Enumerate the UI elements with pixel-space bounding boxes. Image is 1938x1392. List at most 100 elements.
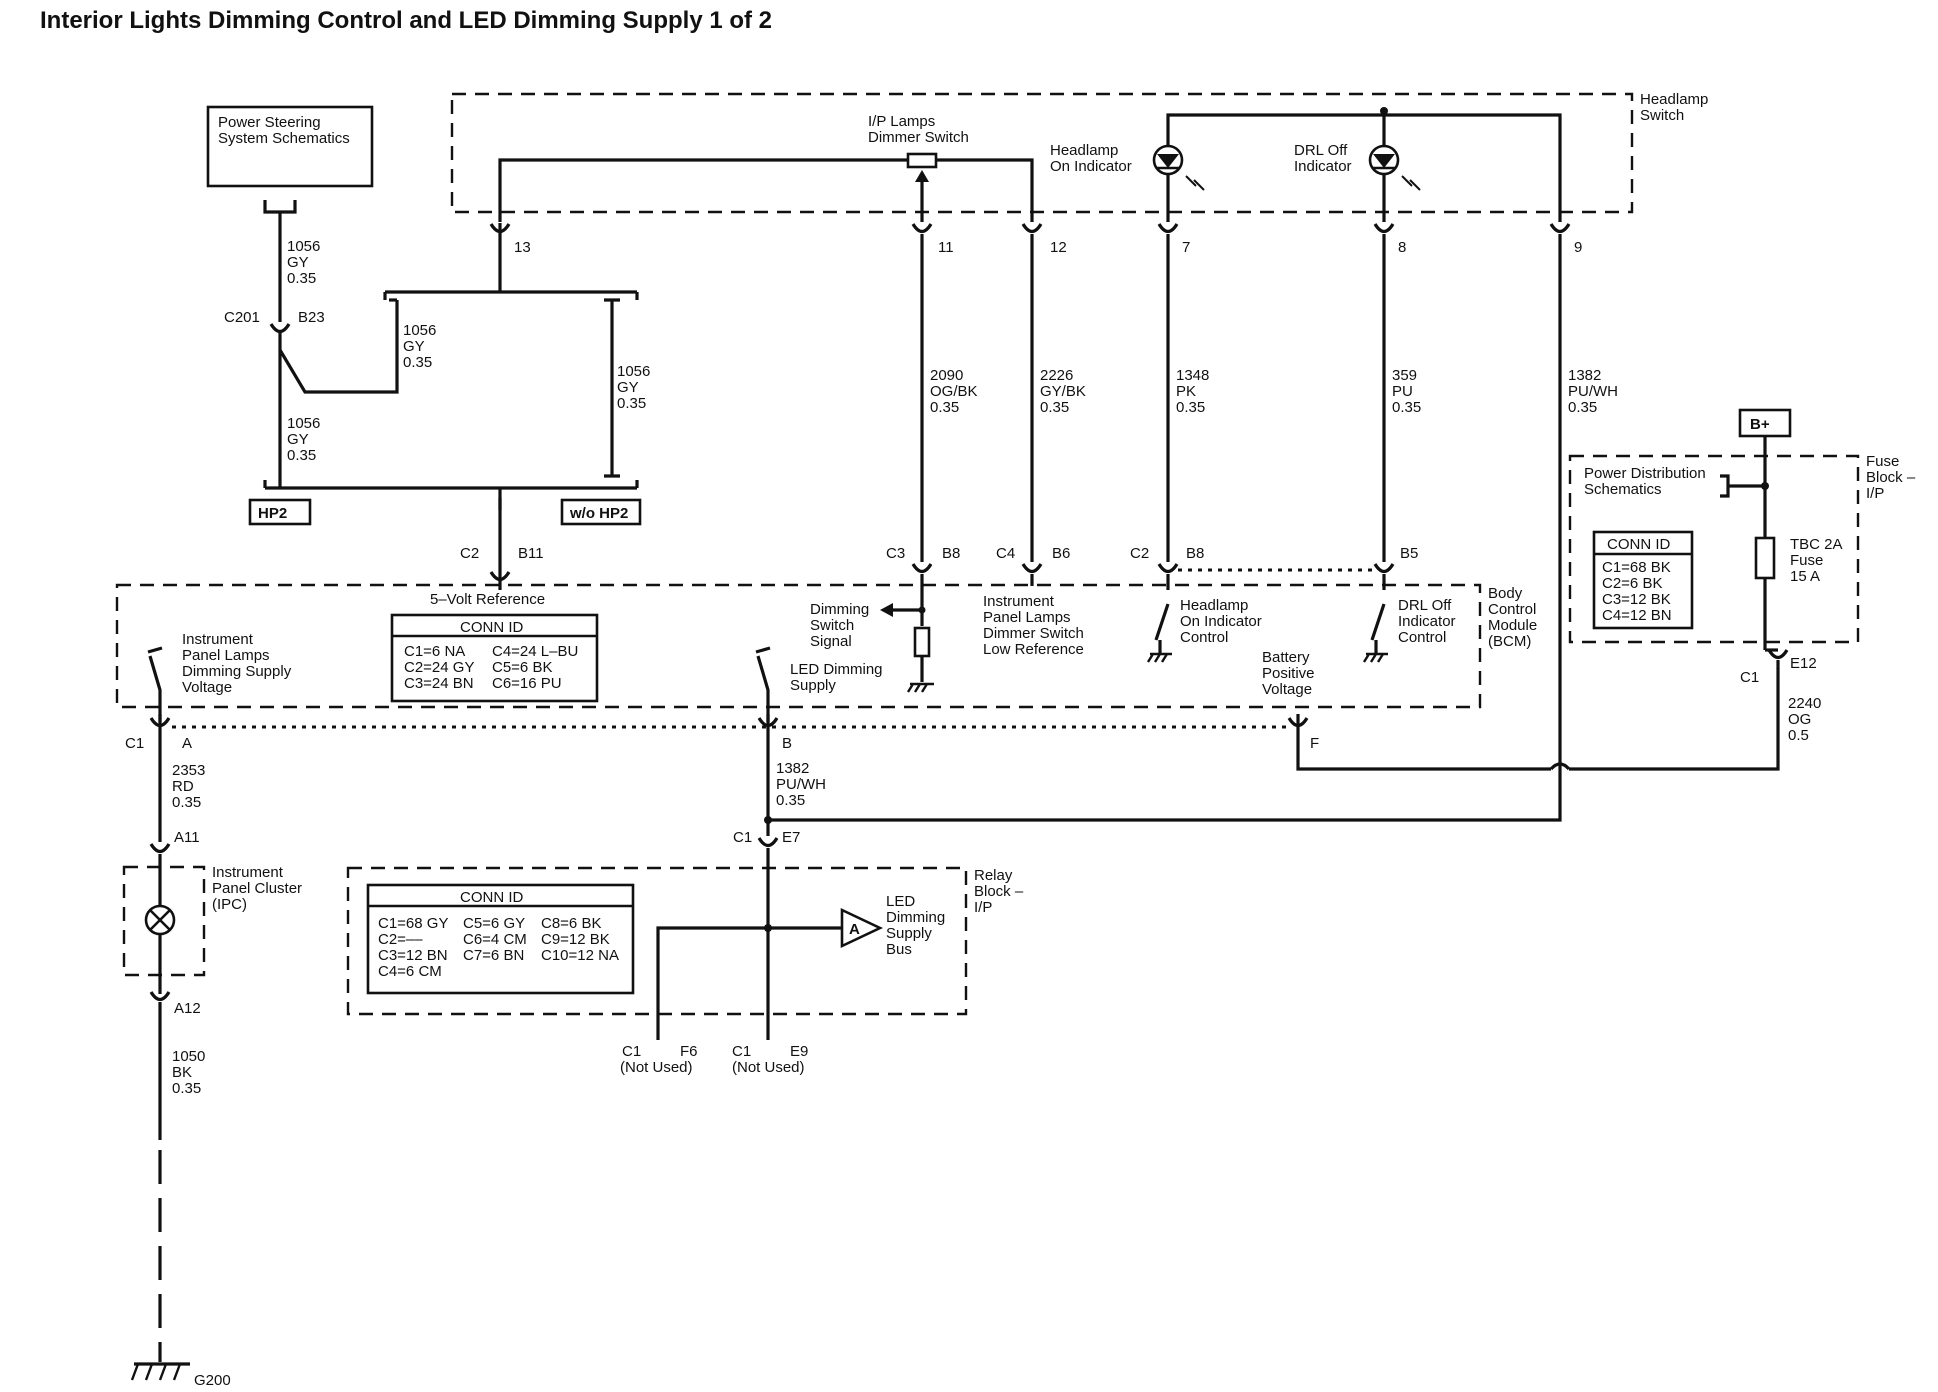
option-tag-wo-hp2 xyxy=(560,498,642,526)
svg-text:B+: B+ xyxy=(1750,416,1770,433)
power-steering-box xyxy=(206,105,374,188)
power-dist-label: Power Distribution Schematics xyxy=(1584,465,1710,498)
bcm-label: Body Control Module (BCM) xyxy=(1488,585,1541,650)
svg-text:C3=24 BN: C3=24 BN xyxy=(404,675,474,692)
pin-c1-e12: C1 E12 xyxy=(1740,655,1817,686)
headlamp-switch-box xyxy=(450,92,1634,214)
headlamp-on-indicator-label: Headlamp On Indicator xyxy=(1050,142,1132,175)
pin-b5: B5 xyxy=(1400,545,1418,562)
svg-text:C10=12 NA: C10=12 NA xyxy=(541,947,619,964)
ip-dimmer-switch xyxy=(906,152,938,169)
pin-a11: A11 xyxy=(174,829,200,846)
pin-c3-b8: C3 B8 xyxy=(886,545,960,562)
pin-hs13: 13 xyxy=(514,239,531,256)
pin-b23: B23 xyxy=(298,309,325,326)
pin-c2-b11: C2 B11 xyxy=(460,545,544,562)
power-steering-label: Power Steering System Schematics xyxy=(218,114,350,147)
pin-hs9: 9 xyxy=(1574,239,1582,256)
headlamp-on-indicator-led xyxy=(1152,144,1205,191)
wire-1348-label: 1348 PK 0.35 xyxy=(1176,367,1214,416)
wire-2240-label: 2240 OG 0.5 xyxy=(1788,695,1826,744)
bcm-drl-ctrl-label: DRL Off Indicator Control xyxy=(1398,597,1460,646)
svg-text:C4=12 BN: C4=12 BN xyxy=(1602,607,1672,624)
pin-hs12: 12 xyxy=(1050,239,1067,256)
pin-hs11: 11 xyxy=(938,239,954,256)
wire-1056-mid-label: 1056 GY 0.35 xyxy=(403,322,441,371)
svg-text:HP2: HP2 xyxy=(258,505,287,522)
bcm-pullup-resistor xyxy=(913,626,931,658)
headlamp-switch-label: Headlamp Switch xyxy=(1640,91,1713,124)
pin-c1-e7: C1 E7 xyxy=(733,829,800,846)
svg-text:w/o HP2: w/o HP2 xyxy=(569,505,628,522)
fuse-conn-id-table: CONN ID C1=68 BK C2=6 BK C3=12 BK C4=12 … xyxy=(1592,530,1694,630)
svg-text:C1=68 BK: C1=68 BK xyxy=(1602,559,1671,576)
pin-f: F xyxy=(1310,735,1319,752)
wire-2226-label: 2226 GY/BK 0.35 xyxy=(1040,367,1090,416)
drl-off-indicator-label: DRL Off Indicator xyxy=(1294,142,1352,175)
fuse-label: TBC 2A Fuse 15 A xyxy=(1790,536,1846,585)
wire-1050-label: 1050 BK 0.35 xyxy=(172,1048,210,1097)
ipc-label: Instrument Panel Cluster (IPC) xyxy=(212,864,306,913)
ipc-box xyxy=(122,865,206,977)
bcm-headlamp-ctrl-label: Headlamp On Indicator Control xyxy=(1180,597,1266,646)
pin-c2-b8: C2 B8 xyxy=(1130,545,1204,562)
ground-icon xyxy=(130,1362,190,1381)
page-title: Interior Lights Dimming Control and LED … xyxy=(40,7,772,34)
fuse-block-label: Fuse Block – I/P xyxy=(1866,453,1919,502)
drl-off-indicator-led xyxy=(1368,144,1421,191)
svg-text:C1=6 NA: C1=6 NA xyxy=(404,643,465,660)
bcm-battery-label: Battery Positive Voltage xyxy=(1262,649,1319,698)
svg-text:C9=12 BK: C9=12 BK xyxy=(541,931,610,948)
bcm-ipl-low-ref-label: Instrument Panel Lamps Dimmer Switch Low… xyxy=(983,593,1088,658)
pin-hs8: 8 xyxy=(1398,239,1406,256)
fuse-icon xyxy=(1754,536,1776,580)
svg-text:C3=12 BK: C3=12 BK xyxy=(1602,591,1671,608)
pin-c1-a: C1 A xyxy=(125,735,192,752)
led-bus-label: LED Dimming Supply Bus xyxy=(886,893,949,958)
svg-text:CONN ID: CONN ID xyxy=(460,619,524,636)
wire-1382-low-label: 1382 PU/WH 0.35 xyxy=(776,760,830,809)
svg-text:C4=6 CM: C4=6 CM xyxy=(378,963,442,980)
pin-e9-not-used: C1 E9 (Not Used) xyxy=(732,1043,813,1076)
pin-c201: C201 xyxy=(224,309,260,326)
svg-text:C8=6 BK: C8=6 BK xyxy=(541,915,601,932)
svg-text:C7=6 BN: C7=6 BN xyxy=(463,947,524,964)
svg-text:C2=––: C2=–– xyxy=(378,931,423,948)
wire-2353-label: 2353 RD 0.35 xyxy=(172,762,210,811)
svg-text:C6=4 CM: C6=4 CM xyxy=(463,931,527,948)
bcm-led-supply-label: LED Dimming Supply xyxy=(790,661,887,694)
wire-1382-top-label: 1382 PU/WH 0.35 xyxy=(1568,367,1622,416)
pin-a12: A12 xyxy=(174,1000,201,1017)
svg-text:C5=6 BK: C5=6 BK xyxy=(492,659,552,676)
svg-text:C1=68 GY: C1=68 GY xyxy=(378,915,448,932)
option-tag-hp2 xyxy=(248,498,312,526)
pin-b: B xyxy=(782,735,792,752)
svg-text:C6=16 PU: C6=16 PU xyxy=(492,675,562,692)
bcm-dimming-switch-signal-label: Dimming Switch Signal xyxy=(810,601,873,650)
pin-f6-not-used: C1 F6 (Not Used) xyxy=(620,1043,702,1076)
svg-text:C2=6 BK: C2=6 BK xyxy=(1602,575,1662,592)
svg-text:C5=6 GY: C5=6 GY xyxy=(463,915,525,932)
svg-text:CONN ID: CONN ID xyxy=(1607,536,1671,553)
bcm-5v-reference-label: 5–Volt Reference xyxy=(430,591,545,608)
relay-block-label: Relay Block – I/P xyxy=(974,867,1027,916)
wire-1056-top-label: 1056 GY 0.35 xyxy=(287,238,325,287)
pin-hs7: 7 xyxy=(1182,239,1190,256)
fuse-block-box xyxy=(1568,454,1860,644)
bcm-box xyxy=(115,583,1482,709)
ipc-lamp-icon xyxy=(144,904,176,936)
svg-text:C3=12 BN: C3=12 BN xyxy=(378,947,448,964)
wire-1056-right-label: 1056 GY 0.35 xyxy=(617,363,655,412)
ground-label: G200 xyxy=(194,1372,231,1389)
wire-1056-low-label: 1056 GY 0.35 xyxy=(287,415,325,464)
wire-359-label: 359 PU 0.35 xyxy=(1392,367,1421,416)
svg-text:C4=24 L–BU: C4=24 L–BU xyxy=(492,643,578,660)
wire-2090-label: 2090 OG/BK 0.35 xyxy=(930,367,982,416)
relay-conn-id-table: CONN ID C1=68 GY C5=6 GY C8=6 BK C2=–– C6=4… xyxy=(366,883,635,995)
bcm-ipl-supply-label: Instrument Panel Lamps Dimming Supply Vo… xyxy=(182,631,295,696)
pin-c4-b6: C4 B6 xyxy=(996,545,1070,562)
svg-text:CONN ID: CONN ID xyxy=(460,889,524,906)
relay-block-box xyxy=(346,866,968,1016)
